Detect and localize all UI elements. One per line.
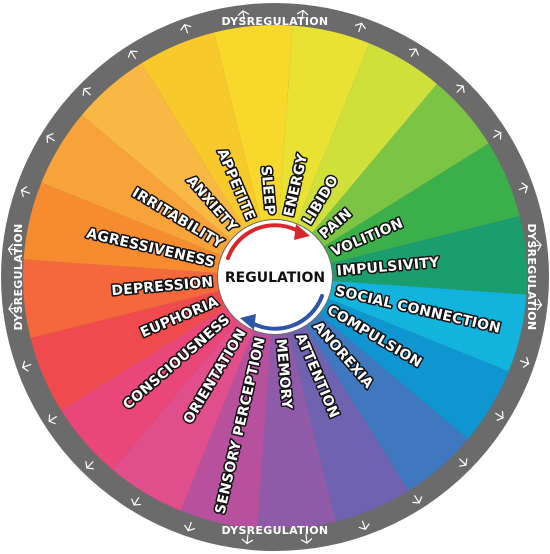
segment-wedge-sensory-perception — [180, 330, 271, 529]
ring-arrow-tick — [412, 494, 423, 504]
segment-wedge-compulsion — [319, 298, 509, 439]
segment-wedge-anxiety — [81, 63, 245, 240]
segment-wedge-depression — [22, 259, 219, 338]
ring-arrow-tick — [22, 360, 32, 372]
ring-arrow-tick — [519, 356, 530, 369]
ring-label-right: DYSREGULATION — [525, 224, 538, 331]
segment-wedge-libido — [296, 43, 437, 233]
ring-arrow-tick — [7, 243, 18, 256]
ring-arrow-tick — [354, 22, 367, 33]
segment-wedge-anorexia — [305, 314, 469, 491]
ring-arrow-tick — [127, 50, 138, 60]
ring-label-bottom: DYSREGULATION — [222, 524, 329, 537]
segment-wedge-agressiveness — [23, 182, 222, 273]
segment-label-sleep: SLEEP — [257, 165, 277, 216]
ring-arrow-tick — [241, 534, 254, 545]
ring-arrow-tick — [300, 534, 313, 544]
segment-wedge-sleep — [214, 24, 293, 221]
ring-arrow-tick — [456, 84, 465, 93]
ring-arrow-tick — [20, 185, 31, 198]
segment-wedges — [22, 24, 528, 529]
ring-label-left: DYSREGULATION — [12, 224, 25, 331]
center-arrow-red-head — [294, 224, 310, 240]
ring-arrow-ticks — [7, 9, 543, 545]
center-arrow-blue-head — [240, 314, 256, 330]
ring-arrow-tick — [408, 48, 420, 57]
center-arrow-red — [226, 223, 302, 260]
ring-arrow-tick — [459, 458, 468, 467]
segment-wedge-energy — [279, 25, 370, 224]
ring-arrow-tick — [85, 461, 94, 470]
ring-arrow-tick — [492, 129, 502, 140]
ring-arrow-tick — [130, 497, 142, 506]
ring-arrow-tick — [495, 410, 504, 422]
ring-arrow-tick — [8, 302, 18, 315]
segment-wedge-social-connection — [328, 281, 527, 372]
ring-label-top: DYSREGULATION — [222, 15, 329, 28]
segment-wedge-volition — [324, 143, 520, 263]
segment-wedge-pain — [312, 83, 489, 247]
segment-wedge-memory — [257, 333, 336, 529]
segment-wedge-euphoria — [30, 291, 226, 411]
ring-arrow-tick — [237, 10, 250, 20]
ring-arrow-tick — [46, 132, 55, 144]
ring-arrow-tick — [82, 87, 91, 96]
ring-arrow-tick — [48, 414, 58, 425]
center-arrow-blue — [248, 294, 324, 331]
segment-wedge-appetite — [141, 32, 261, 228]
ring-arrow-tick — [518, 182, 528, 194]
ring-arrow-tick — [532, 298, 543, 311]
segment-wedge-irritability — [41, 115, 231, 256]
ring-arrow-tick — [296, 9, 309, 20]
center-disc — [218, 220, 332, 334]
segment-wedge-impulsivity — [331, 216, 528, 295]
segment-wedge-orientation — [113, 321, 254, 511]
ring-arrow-tick — [183, 521, 196, 532]
center-label: REGULATION — [225, 270, 325, 286]
ring-arrow-tick — [532, 239, 542, 252]
segment-wedge-consciousness — [61, 307, 238, 471]
segment-wedge-attention — [289, 326, 409, 522]
ring-arrow-tick — [358, 520, 370, 530]
ring-arrow-tick — [180, 24, 192, 34]
